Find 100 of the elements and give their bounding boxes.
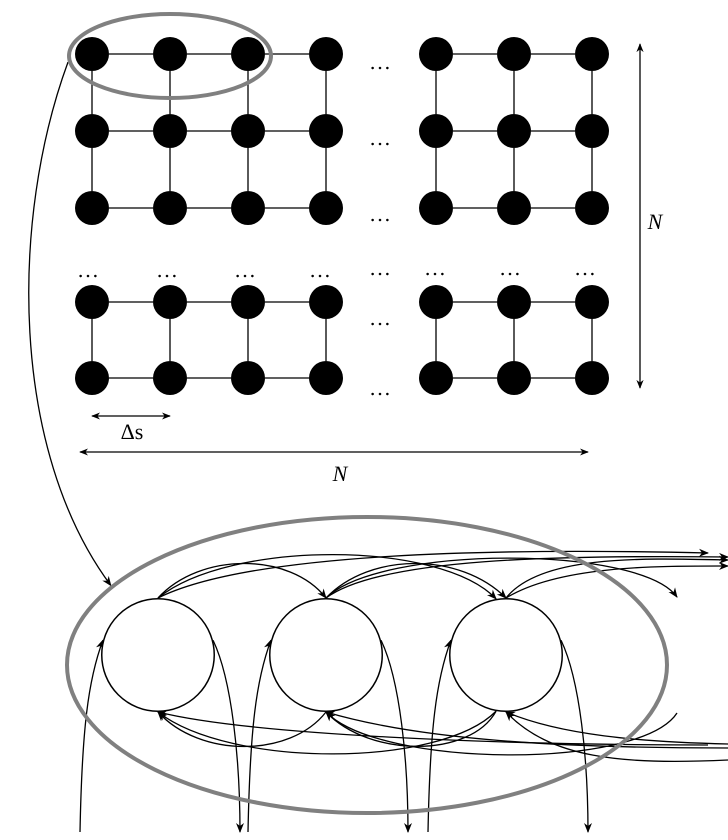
- lattice-dot: [153, 37, 187, 71]
- ellipsis-mark: …: [156, 259, 178, 281]
- lattice-dot: [575, 285, 609, 319]
- ellipsis-mark: …: [309, 259, 331, 281]
- ellipsis-mark: …: [369, 307, 391, 329]
- lattice-line: [187, 207, 231, 209]
- curved-arrow: [506, 556, 728, 598]
- curved-arrow: [157, 710, 496, 755]
- lattice-line: [531, 301, 575, 303]
- lattice-line: [187, 53, 231, 55]
- lattice-dot: [75, 114, 109, 148]
- lattice-line: [513, 148, 515, 191]
- lattice-line: [591, 71, 593, 114]
- curved-arrow: [157, 710, 708, 746]
- highlight-ellipse: [67, 12, 273, 100]
- lattice-line: [513, 71, 515, 114]
- ellipsis-mark: …: [77, 259, 99, 281]
- curved-arrow: [326, 552, 728, 599]
- dimension-label: Δs: [120, 421, 144, 443]
- curved-arrow: [247, 639, 272, 832]
- zoom-ellipse: [65, 515, 669, 815]
- ellipsis-mark: …: [234, 259, 256, 281]
- curved-arrow: [158, 554, 497, 600]
- lattice-line: [109, 301, 153, 303]
- lattice-dot: [153, 114, 187, 148]
- lattice-line: [265, 130, 309, 132]
- lattice-line: [265, 53, 309, 55]
- lattice-dot: [419, 361, 453, 395]
- lattice-dot: [231, 114, 265, 148]
- lattice-dot: [309, 191, 343, 225]
- ellipsis-mark: …: [424, 257, 446, 279]
- lattice-dot: [419, 285, 453, 319]
- lattice-line: [531, 377, 575, 379]
- curved-arrow: [505, 711, 728, 762]
- curved-arrow: [326, 557, 678, 599]
- lattice-dot: [75, 191, 109, 225]
- lattice-line: [247, 148, 249, 191]
- lattice-dot: [231, 361, 265, 395]
- lattice-dot: [575, 191, 609, 225]
- lattice-dot: [231, 285, 265, 319]
- curved-arrow: [427, 639, 452, 832]
- lattice-dot: [497, 285, 531, 319]
- ellipsis-mark: …: [574, 257, 596, 279]
- lattice-line: [109, 207, 153, 209]
- lattice-line: [109, 53, 153, 55]
- curved-arrow: [560, 640, 592, 833]
- lattice-dot: [153, 361, 187, 395]
- lattice-line: [247, 71, 249, 114]
- curved-arrow: [506, 562, 728, 599]
- curved-arrow: [79, 639, 104, 832]
- ellipsis-mark: …: [369, 51, 391, 73]
- lattice-dot: [231, 37, 265, 71]
- unit-circle: [101, 598, 215, 712]
- lattice-dot: [419, 191, 453, 225]
- lattice-line: [531, 207, 575, 209]
- lattice-dot: [75, 361, 109, 395]
- lattice-line: [187, 301, 231, 303]
- lattice-line: [265, 377, 309, 379]
- lattice-line: [453, 377, 497, 379]
- lattice-line: [453, 301, 497, 303]
- lattice-line: [109, 377, 153, 379]
- lattice-line: [325, 71, 327, 114]
- curved-arrow: [505, 711, 728, 745]
- lattice-dot: [497, 37, 531, 71]
- curved-arrow: [158, 562, 327, 599]
- lattice-dot: [309, 285, 343, 319]
- curved-arrow: [325, 711, 678, 756]
- lattice-dot: [419, 37, 453, 71]
- lattice-line: [435, 319, 437, 361]
- lattice-line: [91, 71, 93, 114]
- unit-circle: [449, 598, 563, 712]
- lattice-line: [435, 71, 437, 114]
- curved-arrow: [326, 562, 507, 599]
- lattice-line: [531, 53, 575, 55]
- lattice-line: [453, 207, 497, 209]
- lattice-dot: [153, 285, 187, 319]
- lattice-line: [169, 319, 171, 361]
- lattice-line: [247, 319, 249, 361]
- ellipsis-mark: …: [369, 257, 391, 279]
- lattice-dot: [75, 285, 109, 319]
- lattice-line: [265, 207, 309, 209]
- curved-arrow: [157, 711, 326, 748]
- lattice-line: [265, 301, 309, 303]
- curved-arrow: [212, 640, 244, 833]
- curved-arrow: [28, 62, 112, 586]
- ellipsis-mark: …: [369, 203, 391, 225]
- ellipsis-mark: …: [499, 257, 521, 279]
- lattice-dot: [575, 361, 609, 395]
- dimension-label: N: [648, 211, 662, 233]
- lattice-dot: [309, 361, 343, 395]
- lattice-line: [169, 148, 171, 191]
- lattice-dot: [419, 114, 453, 148]
- lattice-line: [187, 130, 231, 132]
- lattice-line: [169, 71, 171, 114]
- lattice-dot: [309, 114, 343, 148]
- ellipsis-mark: …: [369, 377, 391, 399]
- lattice-dot: [309, 37, 343, 71]
- lattice-line: [325, 319, 327, 361]
- lattice-dot: [575, 114, 609, 148]
- lattice-line: [435, 148, 437, 191]
